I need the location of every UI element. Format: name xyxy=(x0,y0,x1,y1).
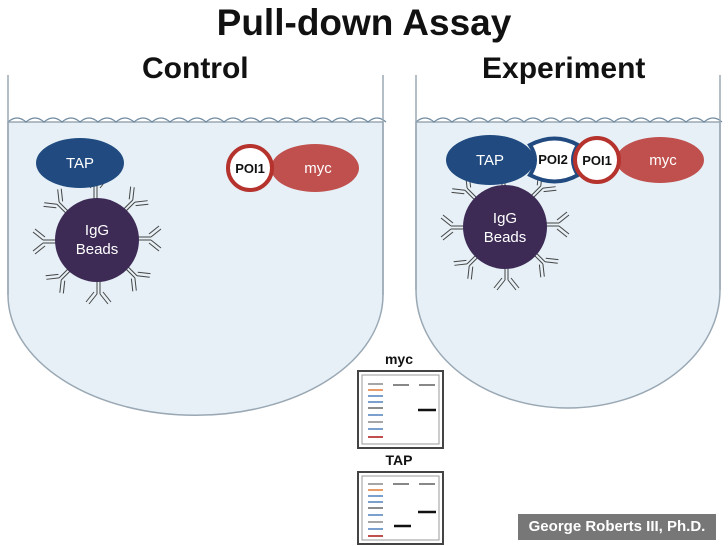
experiment-beads-label-1: IgG xyxy=(493,210,517,227)
experiment-poi2-label: POI2 xyxy=(538,152,568,167)
diagram-title: Pull-down Assay xyxy=(216,2,512,43)
control-myc-label: myc xyxy=(304,160,332,177)
myc-gel: myc xyxy=(357,351,444,449)
author-credit: George Roberts III, Ph.D. xyxy=(518,514,716,540)
experiment-poi2 xyxy=(527,136,581,184)
control-tap-label: TAP xyxy=(66,155,94,172)
control-poi1 xyxy=(226,144,274,192)
experiment-poi1-label: POI1 xyxy=(582,153,612,168)
experiment-igg-beads xyxy=(463,185,547,269)
control-vessel: IgG Beads TAP myc POI1 xyxy=(7,75,387,417)
control-liquid-surface xyxy=(7,117,387,123)
tap-gel-title: TAP xyxy=(386,452,413,468)
myc-gel-ladder xyxy=(368,383,383,438)
control-myc-tag xyxy=(271,144,359,192)
tap-gel-ladder xyxy=(368,483,383,537)
control-beads-label-2: Beads xyxy=(76,241,119,258)
control-liquid xyxy=(7,121,384,417)
myc-gel-title: myc xyxy=(385,351,413,367)
experiment-poi1 xyxy=(573,136,621,184)
experiment-liquid-surface xyxy=(415,117,723,123)
control-poi1-label: POI1 xyxy=(235,161,265,176)
control-beads-label-1: IgG xyxy=(85,222,109,239)
experiment-myc-label: myc xyxy=(649,152,677,169)
experiment-tap-label: TAP xyxy=(476,152,504,169)
control-tap-tag xyxy=(36,138,124,188)
experiment-vessel: IgG Beads TAP POI2 myc POI1 xyxy=(415,75,723,409)
control-label: Control xyxy=(142,52,249,85)
tap-gel: TAP xyxy=(357,452,444,545)
experiment-myc-tag xyxy=(616,137,704,183)
experiment-tap-tag xyxy=(446,135,534,185)
control-igg-beads xyxy=(55,198,139,282)
experiment-beads-label-2: Beads xyxy=(484,229,527,246)
experiment-label: Experiment xyxy=(482,52,646,85)
